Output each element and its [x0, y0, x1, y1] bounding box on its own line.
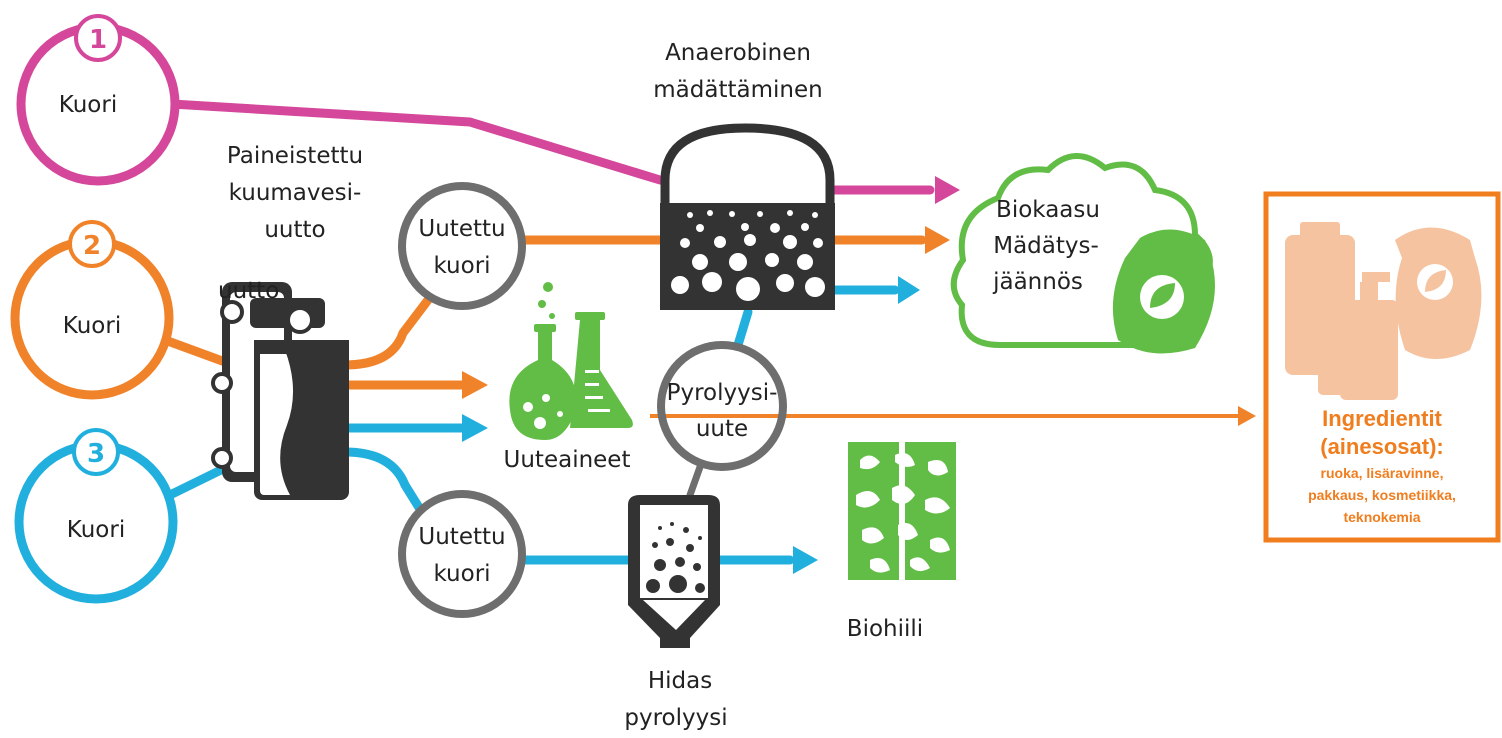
pyro-link-line	[686, 463, 704, 499]
stream1-line	[167, 99, 665, 185]
arrow-head-icon	[898, 276, 920, 304]
stream2-up-line	[340, 295, 433, 370]
stream3-down-line	[340, 447, 433, 527]
flask-icon: Uuteaineet	[504, 282, 633, 473]
ingredients-title-line: Ingredientit	[1322, 406, 1442, 431]
arrow-head-icon	[925, 226, 950, 254]
extraction-label-line: Paineistettu	[227, 143, 363, 169]
extractives-label: Uuteaineet	[504, 447, 631, 473]
extracted-bark-bottom: Uutettu kuori	[398, 490, 526, 618]
fertilizer-bag-icon	[1112, 229, 1215, 354]
extracted-bark-line: Uutettu	[418, 216, 505, 242]
extraction-label-line: uutto	[264, 217, 325, 243]
biochar-label: Biohiili	[847, 616, 923, 642]
slow-pyrolysis-line: pyrolyysi	[624, 705, 727, 731]
ingredients-box: Ingredientit (ainesosat): ruoka, lisärav…	[1263, 191, 1501, 543]
biogas-cloud: Biokaasu Mädätys- jäännös	[950, 153, 1215, 354]
source-number: 2	[83, 231, 101, 261]
arrow-head-icon	[462, 414, 488, 442]
stream2-in-line	[160, 335, 230, 367]
slow-pyrolysis-line: Hidas	[648, 668, 712, 694]
arrow-head-icon	[462, 371, 488, 399]
digester-icon	[660, 123, 835, 310]
extracted-bark-top: Uutettu kuori	[398, 182, 526, 310]
extracted-bark-line: kuori	[433, 561, 490, 587]
pyrolysis-reactor-icon: Hidas pyrolyysi	[624, 495, 728, 731]
source-label: Kuori	[59, 92, 117, 118]
source-number: 3	[87, 439, 105, 469]
arrow-head-icon	[793, 546, 818, 574]
flow-lines	[160, 99, 935, 565]
source-1: 1 Kuori	[16, 14, 180, 186]
source-3: 3 Kuori	[14, 428, 178, 604]
arrow-head-icon	[1238, 406, 1256, 426]
source-label: Kuori	[63, 313, 121, 339]
extraction-label-line: kuumavesi-	[229, 180, 362, 206]
anaerobic-label: Anaerobinen mädättäminen	[653, 40, 822, 103]
ingredients-sub-line: teknokemia	[1343, 509, 1420, 525]
ingredients-sub-line: ruoka, lisäravinne,	[1321, 465, 1444, 481]
anaerobic-label-line: Anaerobinen	[665, 40, 811, 66]
source-2: 2 Kuori	[10, 220, 174, 400]
anaerobic-label-line: mädättäminen	[653, 77, 822, 103]
cloud-label-line: Biokaasu	[996, 197, 1100, 223]
pyrolysis-extract-line: uute	[696, 416, 748, 442]
cloud-label-line: Mädätys-	[993, 233, 1099, 259]
ingredients-title-line: (ainesosat):	[1320, 434, 1443, 459]
arrow-heads	[462, 176, 960, 574]
pyrolysis-extract-line: Pyrolyysi-	[667, 380, 778, 406]
source-label: Kuori	[67, 517, 125, 543]
overlay-text: uutto	[218, 278, 279, 304]
arrow-head-icon	[935, 176, 960, 204]
source-number: 1	[89, 25, 107, 55]
ingredients-sub-line: pakkaus, kosmetiikka,	[1308, 487, 1456, 503]
cloud-label-line: jäännös	[992, 269, 1083, 295]
stream3-in-line	[165, 463, 230, 500]
extraction-label: Paineistettu kuumavesi- uutto	[227, 143, 363, 243]
pyro-to-digest-line	[733, 307, 753, 350]
biochar-icon: Biohiili	[847, 442, 956, 642]
pyrolysis-extract: Pyrolyysi- uute	[657, 341, 787, 471]
pressure-vessel-icon: uutto	[211, 278, 349, 500]
extracted-bark-line: kuori	[433, 253, 490, 279]
extracted-bark-line: Uutettu	[418, 524, 505, 550]
